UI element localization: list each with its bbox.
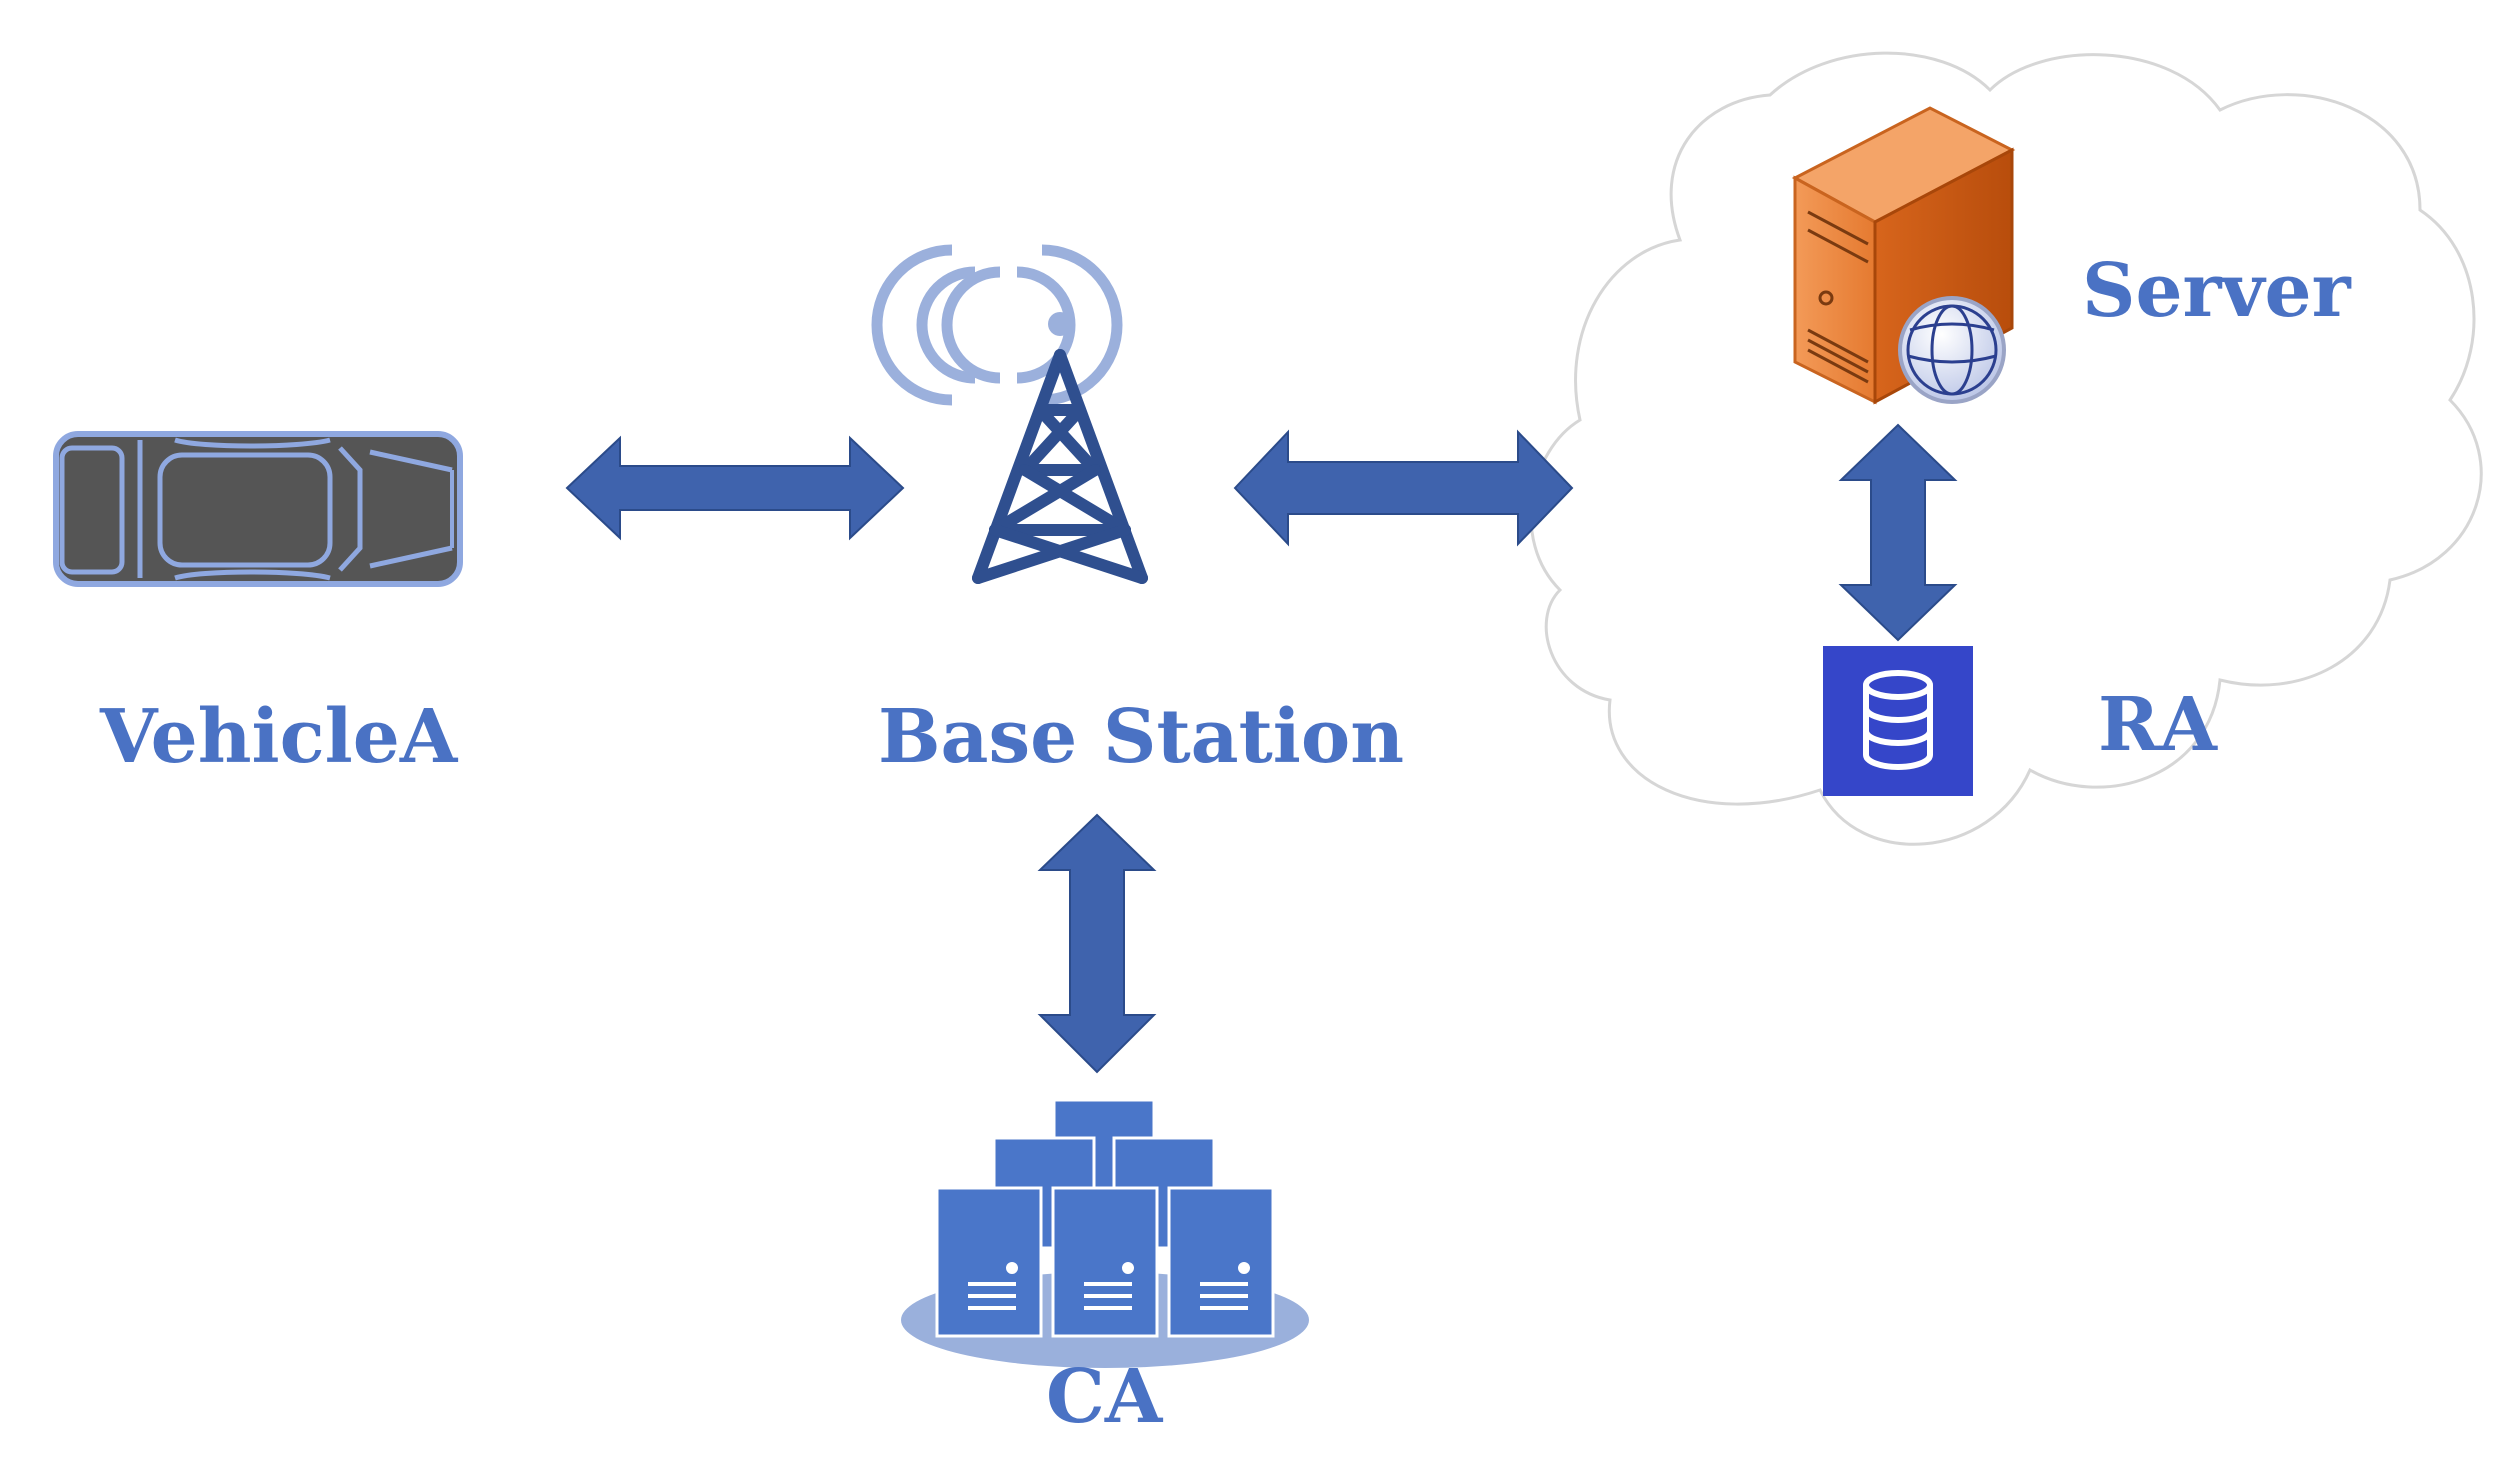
arrow-server-ra [1838,423,1958,642]
arrow-basestation-server [1233,429,1574,547]
cloud-shape [1529,51,2483,846]
server-cluster-icon [901,1098,1309,1368]
base-station-label: Base Station [878,694,1405,780]
arrow-vehicle-basestation [565,435,905,541]
car-icon [53,431,463,587]
vehicle-label: VehicleA [100,694,458,780]
ca-label: CA [1046,1354,1163,1440]
antenna-tower-icon [871,244,1148,584]
database-icon [1823,646,1973,796]
ra-label: RA [2098,682,2217,768]
server-label: Server [2082,248,2351,334]
web-server-icon [1791,106,2016,405]
arrow-basestation-ca [1037,813,1157,1074]
